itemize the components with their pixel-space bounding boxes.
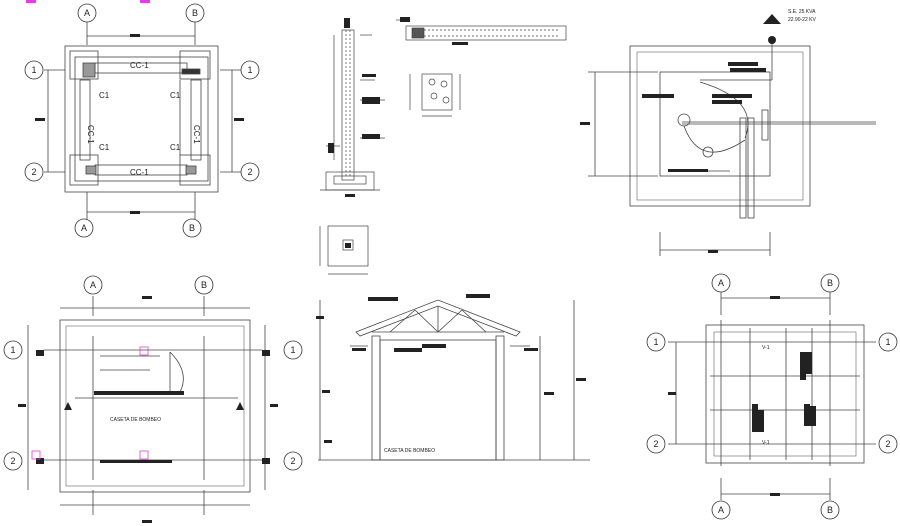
- column-label-tl: C1: [99, 91, 110, 100]
- beam-section-tags: [400, 17, 468, 45]
- grid-bubble-a-roof-top: A: [711, 273, 731, 293]
- elevation-room-label: CASETA DE BOMBEO: [384, 448, 435, 454]
- foundation-plan-dims: [35, 34, 244, 214]
- floor-plan: [27, 296, 266, 515]
- roof-beam-label-bottom: V-1: [762, 440, 770, 446]
- svg-text:2: 2: [10, 456, 15, 466]
- svg-text:B: B: [827, 278, 833, 288]
- svg-text:A: A: [718, 278, 724, 288]
- foundation-plan: [44, 22, 242, 220]
- site-plan-tags: [580, 14, 781, 253]
- svg-text:1: 1: [31, 65, 36, 75]
- grid-bubble-1-roof-left: 1: [646, 332, 666, 352]
- grid-bubble-1-floor-right: 1: [283, 340, 303, 360]
- svg-text:A: A: [81, 223, 87, 233]
- grid-bubble-2-roof-right: 2: [878, 434, 898, 454]
- site-plan: [588, 40, 876, 256]
- grid-bubble-2-left: 2: [24, 162, 44, 182]
- grid-bubble-a-top: A: [77, 3, 97, 23]
- grid-bubble-1-left: 1: [24, 60, 44, 80]
- beam-label-bottom: CC-1: [130, 168, 149, 177]
- grid-bubble-b-top: B: [185, 3, 205, 23]
- grid-bubble-a-floor-top: A: [83, 275, 103, 295]
- svg-text:2: 2: [885, 439, 890, 449]
- grid-bubble-b-bottom: B: [182, 218, 202, 238]
- svg-text:A: A: [90, 280, 96, 290]
- svg-text:A: A: [84, 8, 90, 18]
- grid-bubble-2-floor-right: 2: [283, 451, 303, 471]
- column-label-br: C1: [170, 143, 181, 152]
- grid-bubble-b-floor-top: B: [194, 275, 214, 295]
- floor-plan-tags: [18, 296, 278, 523]
- beam-label-left: CC-1: [86, 125, 95, 144]
- svg-text:1: 1: [885, 337, 890, 347]
- grid-bubble-b-roof-top: B: [820, 273, 840, 293]
- elevation: [318, 299, 590, 461]
- svg-text:B: B: [201, 280, 207, 290]
- beam-label-top: CC-1: [130, 61, 149, 70]
- beam-section-detail: [396, 19, 567, 41]
- elevation-tags: [316, 294, 586, 443]
- station-label-1: S.E. 25 KVA: [788, 9, 816, 15]
- svg-text:B: B: [189, 223, 195, 233]
- grid-bubble-2-roof-left: 2: [646, 434, 666, 454]
- column-crosssection: [409, 73, 461, 117]
- floor-plan-room-label: CASETA DE BOMBEO: [110, 417, 161, 423]
- grid-bubble-1-roof-right: 1: [878, 332, 898, 352]
- svg-text:A: A: [718, 505, 724, 515]
- roof-beam-label-top: V-1: [762, 345, 770, 351]
- grid-bubble-a-roof-bottom: A: [711, 500, 731, 520]
- svg-text:B: B: [827, 505, 833, 515]
- svg-text:1: 1: [653, 337, 658, 347]
- svg-text:2: 2: [247, 167, 252, 177]
- grid-bubble-1-right: 1: [240, 60, 260, 80]
- column-section-tags: [328, 18, 380, 197]
- grid-bubble-a-bottom: A: [74, 218, 94, 238]
- svg-text:2: 2: [653, 439, 658, 449]
- svg-text:2: 2: [290, 456, 295, 466]
- svg-text:B: B: [192, 8, 198, 18]
- svg-text:1: 1: [10, 345, 15, 355]
- grid-bubble-1-floor-left: 1: [3, 340, 23, 360]
- footing-plan-detail: [319, 225, 369, 275]
- roof-plan-tags: [668, 296, 816, 496]
- grid-bubble-2-floor-left: 2: [3, 451, 23, 471]
- station-label-2: 22.90-22 KV: [788, 17, 816, 23]
- svg-text:1: 1: [247, 65, 252, 75]
- column-label-bl: C1: [99, 143, 110, 152]
- svg-text:2: 2: [31, 167, 36, 177]
- svg-text:1: 1: [290, 345, 295, 355]
- grid-bubble-2-right: 2: [240, 162, 260, 182]
- grid-bubble-b-roof-bottom: B: [820, 500, 840, 520]
- roof-plan: [668, 292, 876, 500]
- column-label-tr: C1: [170, 91, 181, 100]
- beam-label-right: CC-1: [192, 125, 201, 144]
